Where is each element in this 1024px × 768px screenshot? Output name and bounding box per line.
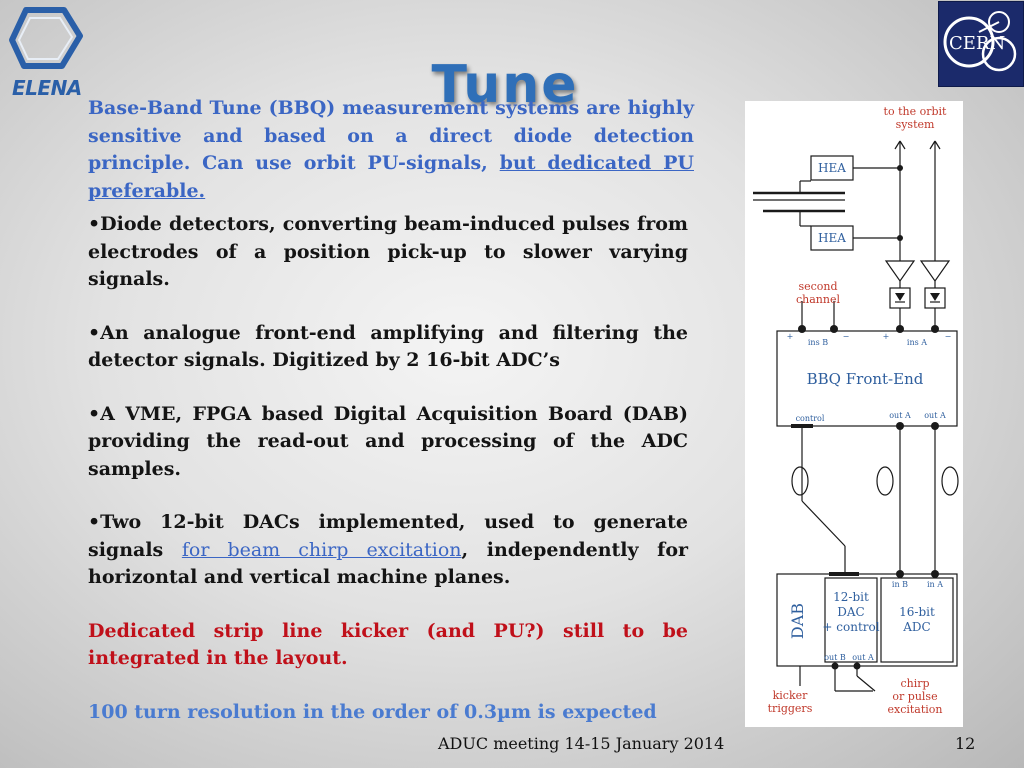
orbit-label-line1: to the orbit bbox=[884, 105, 947, 118]
chirp-label-line3: excitation bbox=[887, 703, 942, 716]
bbq-block-diagram: to the orbit system second channel kicke… bbox=[753, 105, 959, 716]
cern-logo: CERN bbox=[938, 1, 1024, 87]
frontend-label: BBQ Front-End bbox=[807, 370, 924, 388]
bbq-diagram: to the orbit system second channel kicke… bbox=[745, 101, 963, 727]
orbit-label-line2: system bbox=[896, 118, 935, 131]
chirp-label-line2: or pulse bbox=[892, 690, 937, 703]
elena-logo: ELENA bbox=[8, 6, 92, 100]
kicker-note: Dedicated strip line kicker (and PU?) st… bbox=[88, 619, 688, 670]
out-a-label-2: out A bbox=[924, 411, 946, 420]
in-b-label: in B bbox=[892, 580, 908, 589]
chirp-label-line1: chirp bbox=[900, 677, 929, 690]
out-a-dab-label: out A bbox=[852, 653, 874, 662]
minus-right: − bbox=[945, 332, 952, 341]
kicker-label-line1: kicker bbox=[773, 689, 809, 702]
cern-logo-text: CERN bbox=[949, 33, 1005, 54]
plus-left: + bbox=[787, 332, 794, 341]
dac-line2: DAC bbox=[837, 605, 864, 619]
out-a-label-1: out A bbox=[889, 411, 911, 420]
kicker-label-line2: triggers bbox=[768, 702, 813, 715]
dac-line3: + control bbox=[822, 620, 879, 634]
bullet-dab: •A VME, FPGA based Digital Acquisition B… bbox=[88, 402, 688, 480]
connector-dots bbox=[798, 165, 939, 670]
adc-line1: 16-bit bbox=[899, 605, 935, 619]
intro-paragraph: Base-Band Tune (BBQ) measurement systems… bbox=[88, 95, 694, 205]
elena-hexagon-icon bbox=[9, 7, 83, 69]
bullet-analogue-frontend: •An analogue front-end amplifying and fi… bbox=[88, 321, 688, 372]
in-a-label: in A bbox=[927, 580, 943, 589]
diode-icons bbox=[895, 293, 940, 303]
bullet-dacs: •Two 12-bit DACs implemented, used to ge… bbox=[88, 509, 688, 592]
hea-bottom-label: HEA bbox=[818, 231, 846, 245]
dab-label: DAB bbox=[788, 603, 807, 639]
ins-a-label: ins A bbox=[907, 338, 927, 347]
dac-line1: 12-bit bbox=[833, 590, 869, 604]
minus-left: − bbox=[843, 332, 850, 341]
intro-text: Base-Band Tune (BBQ) measurement systems… bbox=[88, 97, 694, 174]
resolution-note: 100 turn resolution in the order of 0.3µ… bbox=[88, 700, 657, 723]
plus-right: + bbox=[883, 332, 890, 341]
second-channel-line2: channel bbox=[796, 293, 840, 306]
out-b-label: out B bbox=[824, 653, 846, 662]
chirp-excitation-link[interactable]: for beam chirp excitation bbox=[181, 538, 462, 561]
footer-text: ADUC meeting 14-15 January 2014 bbox=[438, 734, 725, 753]
ins-b-label: ins B bbox=[808, 338, 828, 347]
control-label: control bbox=[796, 414, 825, 423]
slide-title: Tune bbox=[431, 54, 579, 115]
bullet-dacs-text: •Two 12-bit DACs implemented, used to ge… bbox=[88, 511, 688, 561]
bullet-dacs-text-end: , independently for horizontal and verti… bbox=[88, 538, 689, 589]
intro-link[interactable]: but dedicated PU preferable. bbox=[88, 152, 694, 202]
bullet-list: •Diode detectors, converting beam-induce… bbox=[88, 211, 688, 752]
page-number: 12 bbox=[955, 734, 976, 753]
elena-wordmark: ELENA bbox=[12, 76, 82, 100]
bullet-diode-detectors: •Diode detectors, converting beam-induce… bbox=[88, 213, 688, 290]
adc-line2: ADC bbox=[902, 620, 930, 634]
hea-top-label: HEA bbox=[818, 161, 846, 175]
cern-rings-icon: CERN bbox=[943, 11, 1017, 72]
second-channel-line1: second bbox=[798, 280, 837, 293]
